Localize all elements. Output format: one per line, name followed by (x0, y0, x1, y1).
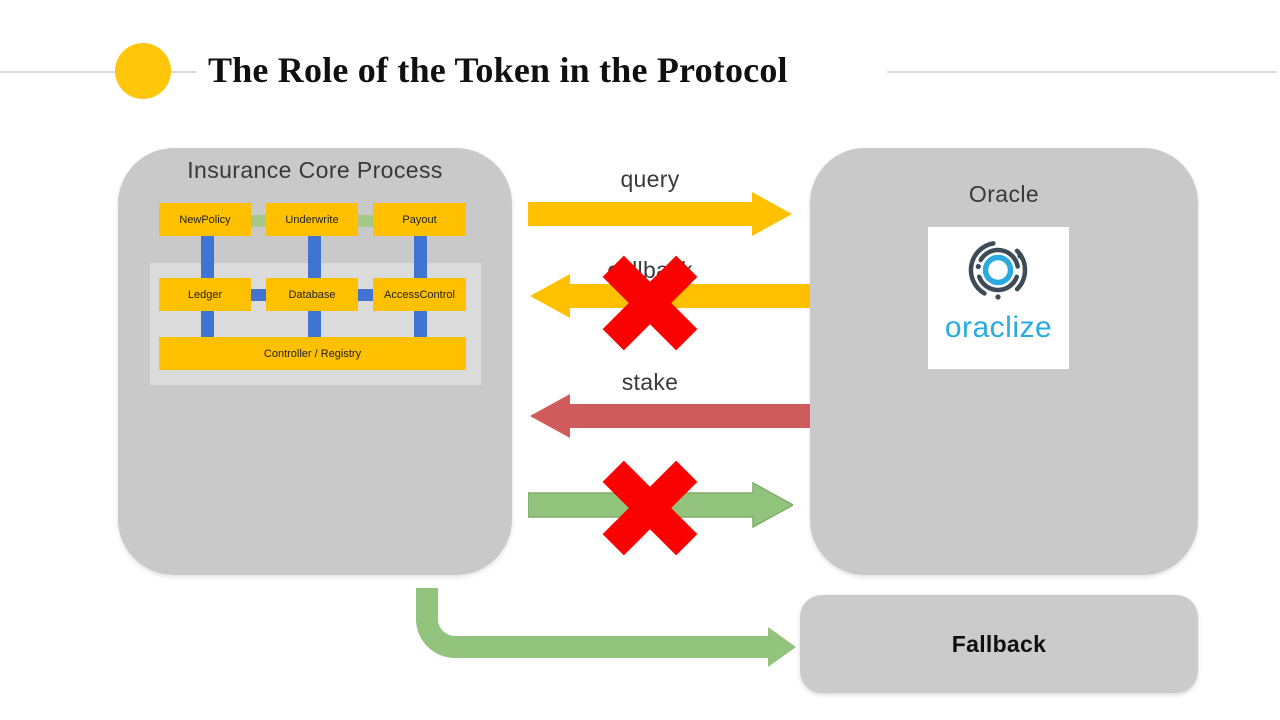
oracle-panel: Oracle oraclize (810, 148, 1198, 575)
module-underwrite: Underwrite (266, 203, 358, 236)
blue-connector-vertical (201, 236, 214, 278)
blue-connector-vertical (308, 236, 321, 278)
bullet-icon (115, 43, 171, 99)
slide-title: The Role of the Token in the Protocol (208, 50, 788, 90)
query-arrow-label: query (620, 166, 680, 192)
module-controller-registry: Controller / Registry (159, 337, 466, 370)
header-rule-left (0, 71, 196, 73)
oracle-panel-title: Oracle (968, 181, 1040, 207)
oraclize-logo-card: oraclize (928, 227, 1069, 369)
blue-connector-vertical (414, 311, 427, 337)
module-newpolicy: NewPolicy (159, 203, 251, 236)
cross-icon (584, 442, 716, 574)
module-payout: Payout (373, 203, 466, 236)
header-rule-right (887, 71, 1277, 73)
module-accesscontrol: AccessControl (373, 278, 466, 311)
cross-icon (584, 237, 716, 369)
blue-connector-vertical (308, 311, 321, 337)
oraclize-wordmark: oraclize (944, 311, 1053, 344)
green-connector-horizontal (251, 215, 266, 227)
blue-connector-vertical (414, 236, 427, 278)
blue-connector-horizontal (358, 289, 373, 301)
stake-arrow-label: stake (621, 369, 679, 395)
module-database: Database (266, 278, 358, 311)
query-arrow (528, 192, 792, 236)
fallback-panel: Fallback (800, 595, 1198, 693)
fallback-elbow-arrow (416, 588, 796, 667)
insurance-panel-title: Insurance Core Process (187, 157, 443, 183)
oraclize-logo-icon (968, 241, 1028, 300)
blue-connector-horizontal (251, 289, 266, 301)
green-connector-horizontal (358, 215, 373, 227)
stake-arrow (530, 394, 810, 438)
module-ledger: Ledger (159, 278, 251, 311)
fallback-label: Fallback (951, 630, 1047, 657)
blue-connector-vertical (201, 311, 214, 337)
insurance-core-process-panel: Insurance Core Process NewPolicy Underwr… (118, 148, 512, 575)
